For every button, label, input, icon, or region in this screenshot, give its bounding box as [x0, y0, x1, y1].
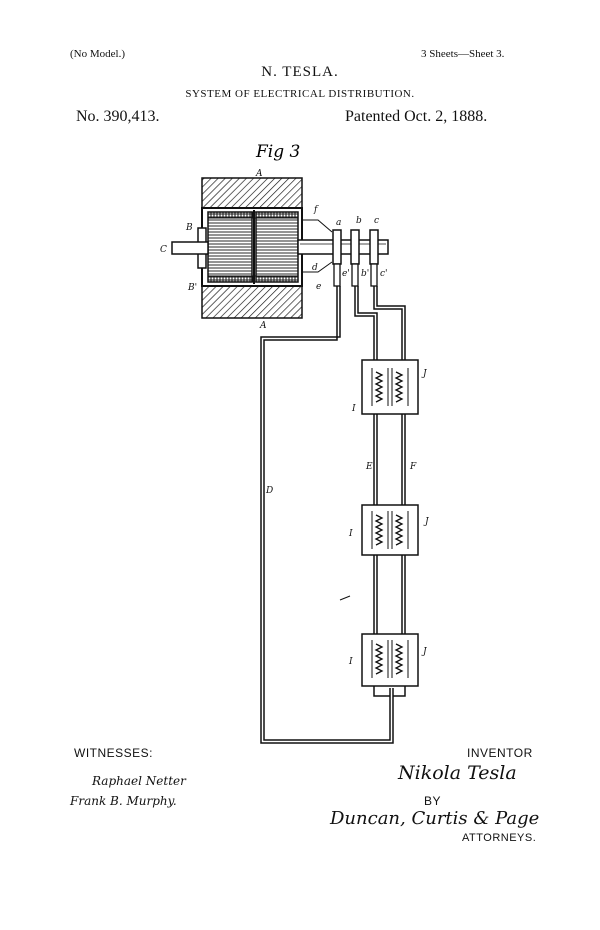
transformer-box-1 — [361, 359, 419, 415]
shaft — [171, 239, 389, 255]
letter-f: f — [313, 205, 319, 215]
inventor-label: INVENTOR — [467, 746, 533, 760]
field-magnet-bottom — [201, 285, 303, 319]
letter-b-prime-small: b' — [361, 269, 369, 279]
witness-signature-2: Frank B. Murphy. — [70, 794, 177, 808]
letter-a-bottom: A — [259, 321, 267, 331]
patent-number: No. 390,413. — [76, 108, 160, 125]
attorneys-label: ATTORNEYS. — [462, 832, 537, 844]
letter-c: C — [160, 245, 167, 255]
letter-d-small: d — [312, 263, 318, 273]
witness-signature-1: Raphael Netter — [92, 774, 186, 788]
letter-c-small: c — [374, 216, 379, 226]
brushes — [333, 263, 378, 287]
figure-label: Fig 3 — [255, 142, 300, 162]
armature — [197, 207, 303, 287]
letter-j-1: J — [421, 369, 428, 379]
letter-d: D — [265, 486, 273, 496]
letter-b-small: b — [356, 216, 362, 226]
letter-b-prime: B' — [187, 283, 197, 293]
patent-date: Patented Oct. 2, 1888. — [345, 108, 488, 125]
wires — [260, 219, 406, 744]
by-label: BY — [424, 794, 442, 808]
attorneys-signature: Duncan, Curtis & Page — [330, 808, 540, 829]
inventor-name: N. TESLA. — [261, 64, 339, 80]
letter-f-wire: F — [409, 462, 417, 472]
inventor-signature: Nikola Tesla — [398, 762, 517, 784]
letter-a: a — [336, 218, 341, 228]
letter-i-2: I — [348, 529, 353, 539]
sheet-number: 3 Sheets—Sheet 3. — [421, 48, 505, 60]
witnesses-label: WITNESSES: — [74, 746, 154, 760]
model-note: (No Model.) — [70, 48, 125, 60]
collector-rings — [332, 229, 379, 265]
letter-c-prime: c' — [380, 269, 388, 279]
letter-i-3: I — [348, 657, 353, 667]
transformer-box-2 — [361, 504, 419, 556]
letter-i-1: I — [351, 404, 356, 414]
letter-e: E — [365, 462, 373, 472]
letter-b: B — [185, 223, 193, 233]
letter-e-small: e — [316, 282, 321, 292]
leader-line — [339, 595, 351, 601]
letter-j-3: J — [421, 647, 428, 657]
transformer-box-3 — [361, 633, 419, 687]
field-magnet-top — [201, 177, 303, 209]
patent-title: SYSTEM OF ELECTRICAL DISTRIBUTION. — [185, 88, 415, 100]
letter-j-2: J — [423, 517, 430, 527]
letter-a-top: A — [255, 169, 263, 179]
letter-e-prime: e' — [342, 269, 350, 279]
